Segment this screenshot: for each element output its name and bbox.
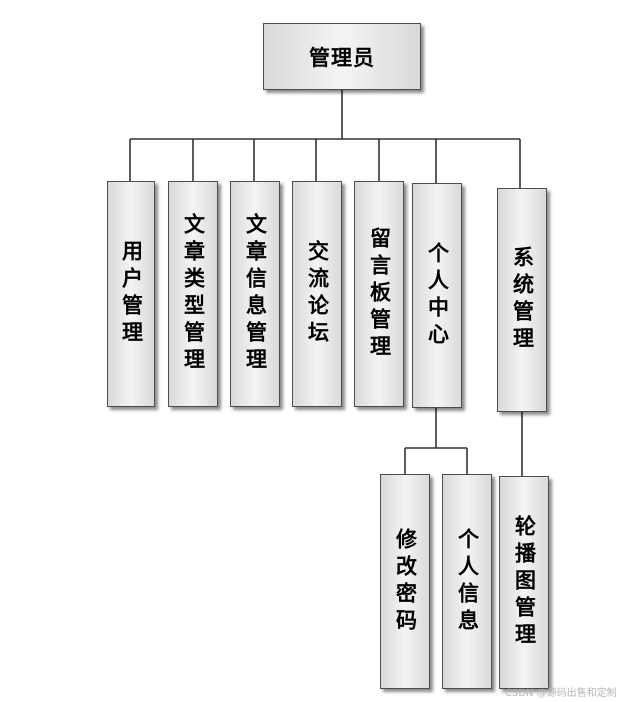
module-label: 个人中心 bbox=[425, 241, 450, 350]
module-label: 系统管理 bbox=[510, 246, 535, 354]
module-article-info-management: 文章信息管理 bbox=[230, 181, 280, 407]
module-message-board-management: 留言板管理 bbox=[354, 181, 404, 407]
sub-change-password: 修改密码 bbox=[380, 474, 430, 689]
module-personal-center: 个人中心 bbox=[412, 183, 462, 408]
module-label: 文章类型管理 bbox=[181, 213, 206, 375]
module-label: 用户管理 bbox=[119, 240, 144, 348]
root-node-label: 管理员 bbox=[309, 45, 375, 70]
sub-carousel-management: 轮播图管理 bbox=[499, 476, 549, 689]
submodule-label: 轮播图管理 bbox=[512, 515, 537, 650]
module-user-management: 用户管理 bbox=[107, 181, 155, 407]
module-forum: 交流论坛 bbox=[292, 181, 342, 407]
module-label: 文章信息管理 bbox=[243, 213, 268, 375]
module-label: 交流论坛 bbox=[305, 240, 330, 348]
watermark-text: CSDN @源码出售和定制 bbox=[505, 688, 617, 699]
submodule-label: 个人信息 bbox=[455, 527, 480, 636]
root-node-admin: 管理员 bbox=[263, 23, 421, 90]
submodule-label: 修改密码 bbox=[393, 527, 418, 636]
module-system-management: 系统管理 bbox=[497, 188, 547, 412]
module-label: 留言板管理 bbox=[367, 226, 392, 362]
sub-personal-info: 个人信息 bbox=[442, 474, 492, 689]
module-article-type-management: 文章类型管理 bbox=[168, 181, 218, 407]
